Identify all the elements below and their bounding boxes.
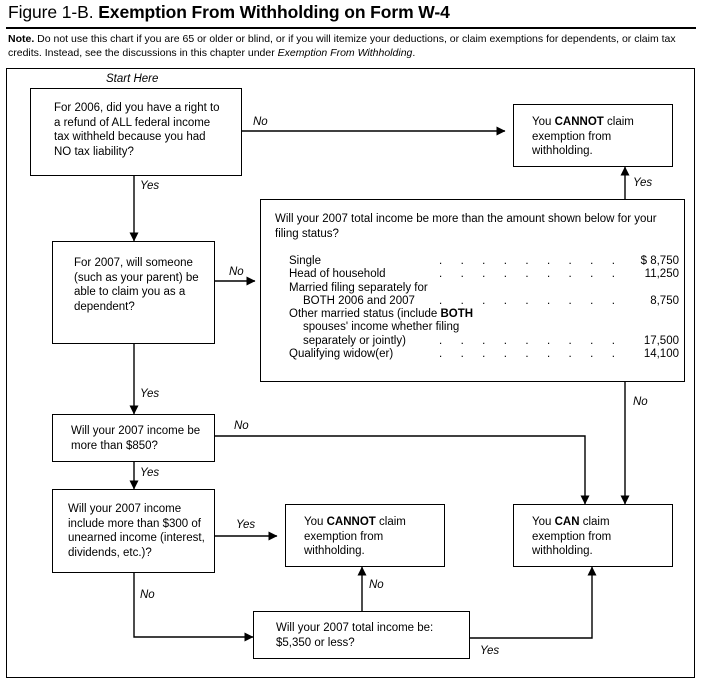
income-threshold-amount: 17,500 (643, 334, 679, 347)
edge-label-table-no: No (633, 396, 648, 408)
income-threshold-row: Single . . . . . . . . . . . . . . . $ 8,7… (289, 255, 679, 268)
q4-text: Will your 2007 income include more than … (68, 503, 205, 559)
decision-box-q5[interactable]: Will your 2007 total income be: $5,350 o… (253, 611, 470, 659)
result-box-cannot-bottom[interactable]: You CANNOT claim exemption from withhold… (285, 504, 445, 567)
income-threshold-label: spouses' income whether filing (303, 321, 460, 334)
q5-text-line2: $5,350 or less? (276, 636, 355, 649)
figure-title: Figure 1-B. Exemption From Withholding o… (8, 2, 450, 23)
edge-label-q5-no: No (369, 579, 384, 591)
income-threshold-table: Single . . . . . . . . . . . . . . . $ 8,7… (289, 255, 679, 361)
income-threshold-label: Qualifying widow(er) (289, 348, 394, 361)
start-here-label: Start Here (106, 73, 159, 85)
income-threshold-row: spouses' income whether filing (289, 321, 679, 334)
edge-label-q2-yes: Yes (140, 388, 160, 400)
can-text: You CAN claim exemption from withholding… (532, 516, 612, 558)
note-emphasis: Exemption From Withholding (277, 46, 413, 59)
income-threshold-amount: 8,750 (650, 294, 679, 307)
decision-box-q1[interactable]: For 2006, did you have a right to a refu… (30, 88, 242, 176)
income-threshold-label: Head of household (289, 268, 386, 281)
edge-label-q4-yes: Yes (236, 519, 256, 531)
result-box-cannot-top[interactable]: You CANNOT claim exemption from withhold… (513, 104, 673, 167)
income-threshold-box[interactable]: Will your 2007 total income be more than… (260, 199, 685, 382)
income-threshold-label: BOTH 2006 and 2007 (303, 294, 415, 307)
leader-dots: . . . . . . . . . . . . . . . (439, 294, 619, 307)
leader-dots: . . . . . . . . . . . . . . . (439, 268, 619, 281)
income-threshold-row: Qualifying widow(er) . . . . . . . . . . … (289, 348, 679, 361)
result-box-can[interactable]: You CAN claim exemption from withholding… (513, 504, 673, 567)
income-table-question: Will your 2007 total income be more than… (275, 213, 657, 240)
cannot-bottom-text: You CANNOT claim exemption from withhold… (304, 516, 406, 558)
figure-number: Figure 1-B. (8, 2, 94, 22)
edge-label-q2-no: No (229, 266, 244, 278)
note-label: Note. (8, 33, 35, 45)
edge-label-q1-no: No (253, 116, 268, 128)
edge-label-q5-yes: Yes (480, 645, 500, 657)
leader-dots: . . . . . . . . . . . . . . . (439, 334, 619, 347)
income-threshold-amount: 11,250 (644, 268, 679, 281)
leader-dots: . . . . . . . . . . . . . . . (439, 348, 619, 361)
edge-label-q3-no: No (234, 420, 249, 432)
leader-dots: . . . . . . . . . . . . . . . (439, 255, 619, 267)
edge-label-q1-yes: Yes (140, 180, 160, 192)
decision-box-q4[interactable]: Will your 2007 income include more than … (52, 489, 215, 573)
q5-text-line1: Will your 2007 total income be: (276, 622, 434, 634)
income-threshold-row: Head of household . . . . . . . . . . . .… (289, 268, 679, 281)
income-threshold-row: BOTH 2006 and 2007 . . . . . . . . . . . … (289, 295, 679, 308)
income-threshold-row: Other married status (include BOTH (289, 308, 679, 321)
income-threshold-row: Married filing separately for (289, 282, 679, 295)
q1-text: For 2006, did you have a right to a refu… (54, 102, 220, 158)
cannot-top-text: You CANNOT claim exemption from withhold… (532, 116, 634, 158)
figure-note: Note. Do not use this chart if you are 6… (8, 33, 698, 60)
income-threshold-label: Other married status (include BOTH (289, 308, 474, 321)
income-threshold-row: separately or jointly) . . . . . . . . . … (289, 335, 679, 348)
decision-box-q3[interactable]: Will your 2007 income be more than $850? (52, 414, 215, 462)
edge-label-table-yes: Yes (633, 177, 653, 189)
edge-label-q3-yes: Yes (140, 467, 160, 479)
income-threshold-amount: $ 8,750 (640, 255, 679, 267)
edge-label-q4-no: No (140, 589, 155, 601)
q2-text: For 2007, will someone (such as your par… (74, 257, 199, 313)
q3-text: Will your 2007 income be more than $850? (71, 425, 201, 452)
title-divider (6, 27, 696, 29)
note-body-2: . (412, 46, 416, 59)
note-body-1: Do not use this chart if you are 65 or o… (8, 33, 676, 59)
decision-box-q2[interactable]: For 2007, will someone (such as your par… (52, 241, 215, 344)
income-threshold-label: Married filing separately for (289, 281, 428, 294)
figure-title-text: Exemption From Withholding on Form W-4 (98, 2, 450, 22)
income-threshold-amount: 14,100 (643, 348, 679, 361)
income-threshold-label: Single (289, 255, 321, 267)
income-threshold-label: separately or jointly) (303, 334, 406, 347)
